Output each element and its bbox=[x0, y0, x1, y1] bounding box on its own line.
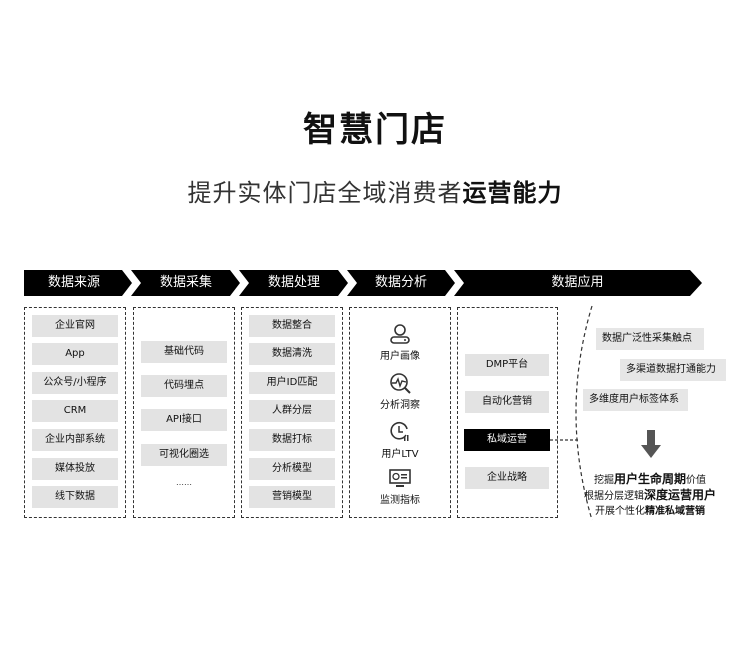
capability-item: 数据广泛性采集触点 bbox=[596, 328, 704, 350]
capability-item: 多维度用户标签体系 bbox=[583, 389, 688, 411]
analysis-label: 监测指标 bbox=[380, 495, 420, 506]
monitor-icon bbox=[389, 469, 411, 487]
outcome-line: 挖掘用户生命周期价值 bbox=[575, 470, 725, 487]
processing-box bbox=[241, 307, 343, 518]
collection-box bbox=[133, 307, 235, 518]
user-icon bbox=[390, 324, 410, 344]
processing-item: 营销模型 bbox=[249, 486, 335, 508]
capability-item: 多渠道数据打通能力 bbox=[620, 359, 726, 381]
stage-arrows bbox=[24, 270, 702, 296]
outcome-text: 根据分层逻辑 bbox=[583, 491, 644, 502]
processing-item: 数据打标 bbox=[249, 429, 335, 451]
application-item: 企业战略 bbox=[465, 467, 549, 489]
clock-chart-icon bbox=[390, 422, 409, 441]
application-item-highlighted: 私域运营 bbox=[464, 429, 550, 451]
outcome-bold: 用户生命周期 bbox=[613, 472, 686, 486]
stage-label: 数据来源 bbox=[47, 275, 100, 290]
page-title: 智慧门店 bbox=[303, 110, 447, 150]
outcome-line: 开展个性化精准私域营销 bbox=[575, 502, 725, 517]
source-item: 媒体投放 bbox=[32, 458, 118, 480]
processing-item: 分析模型 bbox=[249, 458, 335, 480]
stage-arrow-1 bbox=[24, 270, 132, 296]
sources-box bbox=[24, 307, 126, 518]
collection-item: 代码埋点 bbox=[141, 375, 227, 397]
source-item: CRM bbox=[32, 400, 118, 422]
analysis-label: 用户画像 bbox=[380, 351, 420, 362]
source-item: 企业官网 bbox=[32, 315, 118, 337]
subtitle-normal: 提升实体门店全域消费者 bbox=[187, 179, 463, 207]
stage-arrow-5 bbox=[454, 270, 702, 296]
processing-item: 数据清洗 bbox=[249, 343, 335, 365]
stage-label: 数据采集 bbox=[159, 275, 212, 290]
collection-item: API接口 bbox=[141, 409, 227, 431]
processing-item: 数据整合 bbox=[249, 315, 335, 337]
analysis-box bbox=[349, 307, 451, 518]
application-item: DMP平台 bbox=[465, 354, 549, 376]
processing-item: 用户ID匹配 bbox=[249, 372, 335, 394]
outcome-line: 根据分层逻辑深度运营用户 bbox=[575, 486, 725, 503]
stage-label: 数据分析 bbox=[374, 275, 427, 290]
application-box bbox=[457, 307, 558, 518]
outcome-bold: 深度运营用户 bbox=[643, 488, 716, 502]
collection-item: 基础代码 bbox=[141, 341, 227, 363]
stage-label: 数据处理 bbox=[267, 275, 320, 290]
source-item: 企业内部系统 bbox=[32, 429, 118, 451]
connector-lines bbox=[550, 305, 593, 521]
outcome-text: 开展个性化 bbox=[595, 506, 645, 517]
analysis-icon bbox=[390, 373, 411, 394]
processing-item: 人群分层 bbox=[249, 400, 335, 422]
analysis-label: 用户LTV bbox=[381, 449, 419, 460]
outcome-bold: 精准私域营销 bbox=[645, 506, 705, 517]
stage-arrow-3 bbox=[239, 270, 348, 296]
stage-arrow-4 bbox=[347, 270, 455, 296]
source-item: App bbox=[32, 343, 118, 365]
outcome-text: 价值 bbox=[686, 475, 706, 486]
source-item: 线下数据 bbox=[32, 486, 118, 508]
outcome-text: 挖掘 bbox=[593, 475, 614, 486]
collection-item: 可视化圈选 bbox=[141, 444, 227, 466]
stage-label: 数据应用 bbox=[551, 275, 604, 290]
stage-arrow-2 bbox=[131, 270, 240, 296]
application-item: 自动化营销 bbox=[465, 391, 549, 413]
source-item: 公众号/小程序 bbox=[32, 372, 118, 394]
down-arrow-icon bbox=[641, 430, 661, 458]
subtitle: 提升实体门店全域消费者运营能力 bbox=[0, 173, 750, 208]
subtitle-bold: 运营能力 bbox=[462, 179, 563, 207]
analysis-label: 分析洞察 bbox=[380, 400, 420, 411]
collection-more: …… bbox=[176, 478, 192, 487]
